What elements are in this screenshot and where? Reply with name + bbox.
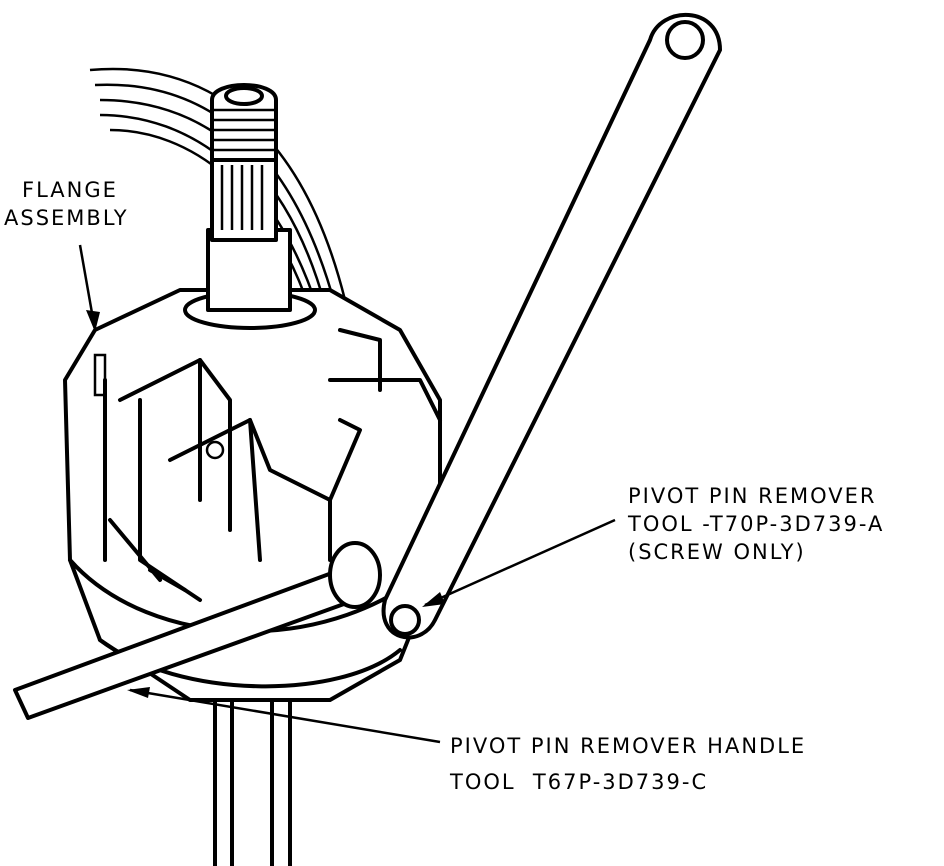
lower-shaft — [213, 698, 292, 866]
pivot-pin-remover-handle-label: PIVOT PIN REMOVER HANDLE TOOL T67P-3D739… — [450, 728, 806, 800]
label-line: TOOL -T70P-3D739-A — [628, 512, 885, 536]
label-line: ASSEMBLY — [4, 206, 129, 230]
leader-lines — [78, 244, 616, 744]
label-line: PIVOT PIN REMOVER — [628, 484, 877, 508]
label-line: FLANGE — [22, 178, 118, 202]
upper-shaft — [206, 83, 292, 312]
flange-assembly-label: FLANGE ASSEMBLY — [4, 176, 129, 232]
pivot-pin-remover-tool — [328, 13, 722, 640]
label-line: (SCREW ONLY) — [628, 540, 806, 564]
pivot-pin-remover-tool-label: PIVOT PIN REMOVER TOOL -T70P-3D739-A (SC… — [628, 482, 884, 566]
label-line: PIVOT PIN REMOVER HANDLE — [450, 734, 807, 758]
label-line: TOOL T67P-3D739-C — [450, 770, 709, 794]
